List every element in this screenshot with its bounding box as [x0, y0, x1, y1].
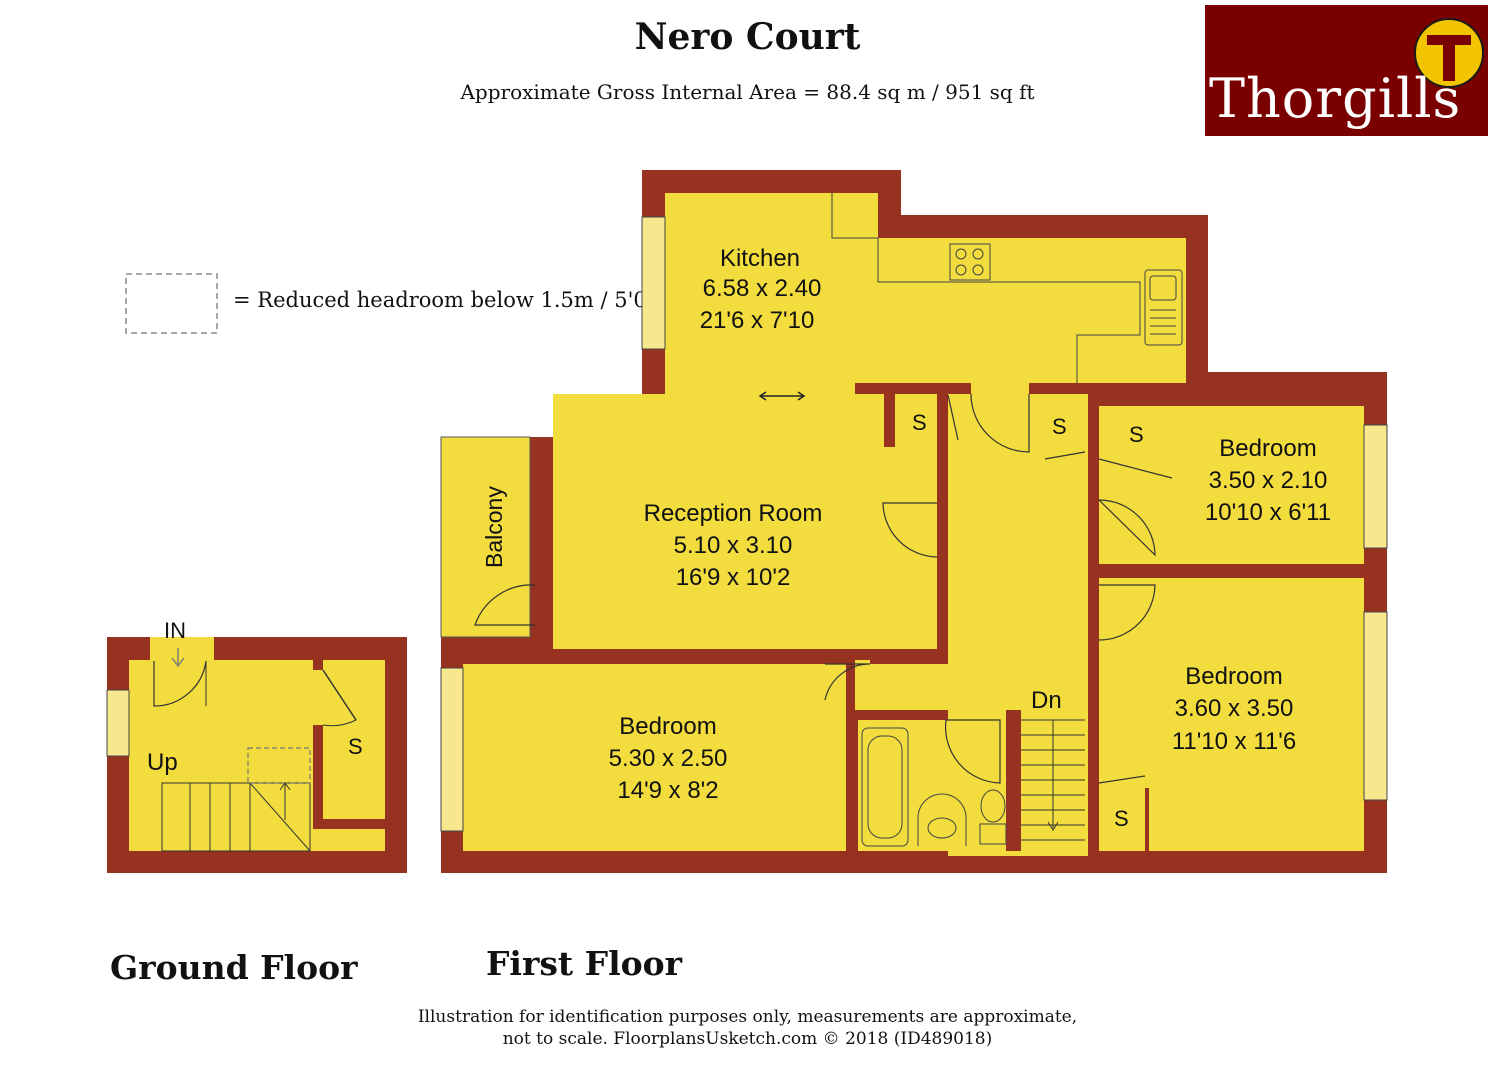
bedroom-bottom-left-imperial: 14'9 x 8'2 [617, 777, 718, 804]
storage-label-bedroom-bottom: S [1114, 806, 1129, 831]
ground-floor-plan: IN Up S [106, 618, 407, 873]
first-floor-plan: Balcony S S S S Dn Kitchen 6.58 x 2.40 2… [440, 170, 1388, 873]
kitchen-imperial: 21'6 x 7'10 [700, 307, 815, 334]
reduced-headroom-legend-icon [125, 273, 218, 334]
storage-label-reception: S [912, 410, 927, 435]
sliding-door-arrow-icon [758, 391, 806, 401]
bedroom-top-right-imperial: 10'10 x 6'11 [1205, 499, 1331, 526]
bedroom-bottom-left-name: Bedroom [619, 713, 716, 740]
brand-logo: Thorgills [1205, 5, 1488, 136]
entrance-arrow-icon [171, 648, 185, 668]
ground-storage-label: S [348, 734, 363, 759]
bedroom-bottom-right-imperial: 11'10 x 11'6 [1172, 728, 1296, 755]
kitchen-name: Kitchen [720, 245, 800, 272]
balcony-label: Balcony [481, 486, 507, 568]
brand-name: Thorgills [1209, 67, 1462, 130]
bedroom-top-right-metric: 3.50 x 2.10 [1209, 467, 1328, 494]
first-floor-label: First Floor [486, 944, 683, 983]
bedroom-bottom-right-metric: 3.60 x 3.50 [1175, 695, 1294, 722]
logo-emblem-icon [1414, 18, 1484, 88]
area-subtitle: Approximate Gross Internal Area = 88.4 s… [460, 80, 1035, 104]
bedroom-top-right-name: Bedroom [1219, 435, 1316, 462]
entrance-label: IN [164, 618, 186, 643]
reception-metric: 5.10 x 3.10 [674, 532, 793, 559]
stairs-down-label: Dn [1031, 687, 1062, 714]
ground-floor-label: Ground Floor [110, 948, 358, 987]
storage-label-bedroom-top: S [1129, 422, 1144, 447]
reception-imperial: 16'9 x 10'2 [676, 564, 791, 591]
bedroom-bottom-left-metric: 5.30 x 2.50 [609, 745, 728, 772]
disclaimer: Illustration for identification purposes… [0, 1006, 1495, 1050]
bedroom-bottom-right-name: Bedroom [1185, 663, 1282, 690]
stairs-up-label: Up [147, 749, 178, 776]
legend-text: = Reduced headroom below 1.5m / 5'0 [233, 288, 647, 312]
page-title: Nero Court [634, 16, 861, 58]
reception-name: Reception Room [644, 500, 823, 527]
disclaimer-line-1: Illustration for identification purposes… [417, 1007, 1078, 1027]
kitchen-metric: 6.58 x 2.40 [703, 275, 822, 302]
disclaimer-line-2: not to scale. FloorplansUsketch.com © 20… [502, 1029, 993, 1049]
storage-label-hall: S [1052, 414, 1067, 439]
